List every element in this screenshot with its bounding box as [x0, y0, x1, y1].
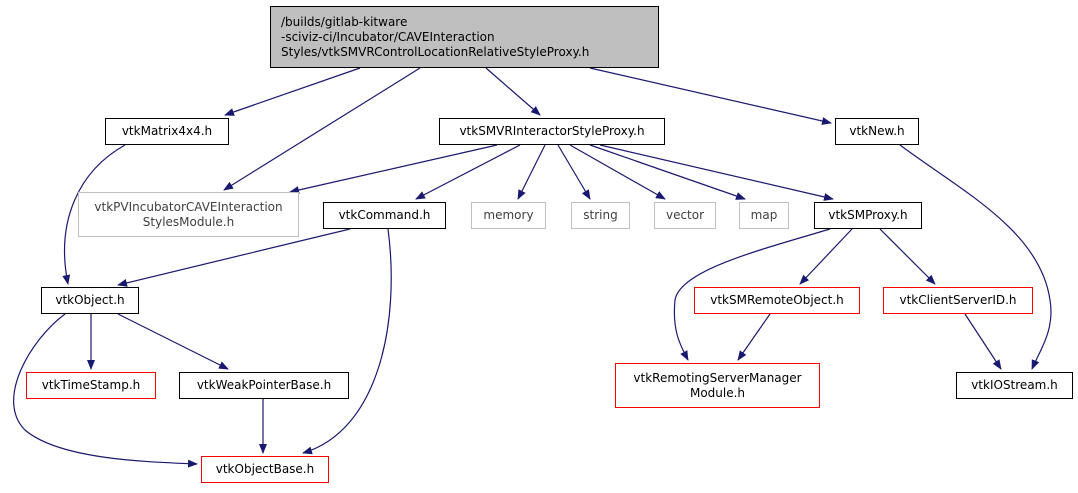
edge-vtkSMVRInteractorStyleProxy-to-vtkSMProxy [599, 144, 834, 201]
edge-root-to-vtkNew [589, 67, 832, 125]
node-label: memory [483, 208, 534, 222]
node-vector[interactable]: vector [654, 202, 716, 229]
node-vtkSMRemoteObject[interactable]: vtkSMRemoteObject.h [694, 287, 860, 314]
edge-vtkClientServerID-to-vtkIOStream [964, 313, 1002, 370]
node-label: string [583, 208, 618, 222]
node-vtkSMProxy[interactable]: vtkSMProxy.h [814, 202, 922, 229]
node-label: vtkSMRemoteObject.h [710, 293, 844, 307]
node-label: vtkNew.h [849, 124, 905, 138]
node-vtkObjectBase[interactable]: vtkObjectBase.h [201, 456, 329, 483]
node-label: vtkObject.h [55, 293, 125, 307]
node-vtkIOStream[interactable]: vtkIOStream.h [956, 372, 1073, 399]
node-vtkCommand[interactable]: vtkCommand.h [323, 202, 446, 229]
edge-vtkObject-to-vtkWeakPointerBase [117, 313, 229, 370]
edge-vtkSMVRInteractorStyleProxy-to-vector [569, 144, 666, 200]
node-memory[interactable]: memory [471, 202, 546, 229]
edge-vtkNew-to-vtkIOStream [899, 144, 1052, 370]
node-label: vtkObjectBase.h [215, 462, 315, 476]
node-vtkSMVRInteractorStyleProxy[interactable]: vtkSMVRInteractorStyleProxy.h [439, 118, 665, 145]
node-vtkClientServerID[interactable]: vtkClientServerID.h [883, 287, 1033, 314]
edge-root-to-vtkMatrix4x4 [224, 67, 361, 116]
edge-vtkSMVRInteractorStyleProxy-to-map [589, 144, 746, 200]
edge-vtkSMVRInteractorStyleProxy-to-vtkPVIncubatorCAVE [289, 144, 498, 194]
node-label: vtkRemotingServerManager Module.h [633, 370, 802, 400]
edge-root-to-vtkPVIncubatorCAVE [223, 67, 421, 191]
edge-vtkCommand-to-vtkObjectBase [302, 228, 392, 455]
node-label: vector [665, 208, 705, 222]
node-vtkNew[interactable]: vtkNew.h [835, 118, 919, 145]
edge-vtkMatrix4x4-to-vtkObject [62, 144, 126, 285]
edge-vtkSMVRInteractorStyleProxy-to-vtkCommand [415, 144, 521, 200]
node-vtkTimeStamp[interactable]: vtkTimeStamp.h [26, 372, 156, 399]
edge-root-to-vtkSMVRInteractorStyleProxy [485, 67, 541, 116]
node-vtkWeakPointerBase[interactable]: vtkWeakPointerBase.h [179, 372, 349, 399]
edge-vtkSMProxy-to-vtkSMRemoteObject [799, 228, 853, 285]
edge-vtkSMVRInteractorStyleProxy-to-string [557, 144, 591, 200]
edge-vtkSMRemoteObject-to-vtkRemotingServerManager [737, 313, 771, 361]
node-vtkObject[interactable]: vtkObject.h [41, 287, 139, 314]
node-label: vtkTimeStamp.h [41, 378, 141, 392]
node-label: /builds/gitlab-kitware -sciviz-ci/Incuba… [281, 14, 590, 59]
edge-vtkSMProxy-to-vtkRemotingServerManager [673, 228, 831, 361]
node-vtkPVIncubatorCAVEInteractionStylesModule[interactable]: vtkPVIncubatorCAVEInteraction StylesModu… [78, 192, 299, 237]
node-label: vtkSMProxy.h [828, 208, 908, 222]
node-string[interactable]: string [571, 202, 630, 229]
edge-vtkObject-to-vtkObjectBase [13, 313, 198, 468]
node-label: vtkWeakPointerBase.h [196, 378, 332, 392]
edge-vtkSMProxy-to-vtkClientServerID [879, 228, 936, 285]
node-label: vtkIOStream.h [971, 378, 1058, 392]
node-label: vtkClientServerID.h [899, 293, 1017, 307]
edge-vtkCommand-to-vtkObject [117, 228, 351, 287]
node-label: vtkCommand.h [338, 208, 431, 222]
node-label: map [750, 208, 778, 222]
edge-vtkSMVRInteractorStyleProxy-to-memory [517, 144, 546, 200]
node-label: vtkSMVRInteractorStyleProxy.h [459, 124, 645, 138]
node-map[interactable]: map [739, 202, 789, 229]
node-vtkRemotingServerManagerModule[interactable]: vtkRemotingServerManager Module.h [615, 363, 820, 408]
node-label: vtkPVIncubatorCAVEInteraction StylesModu… [94, 199, 283, 229]
node-label: vtkMatrix4x4.h [121, 124, 213, 138]
node-root-file[interactable]: /builds/gitlab-kitware -sciviz-ci/Incuba… [270, 6, 659, 68]
node-vtkMatrix4x4[interactable]: vtkMatrix4x4.h [105, 118, 229, 145]
